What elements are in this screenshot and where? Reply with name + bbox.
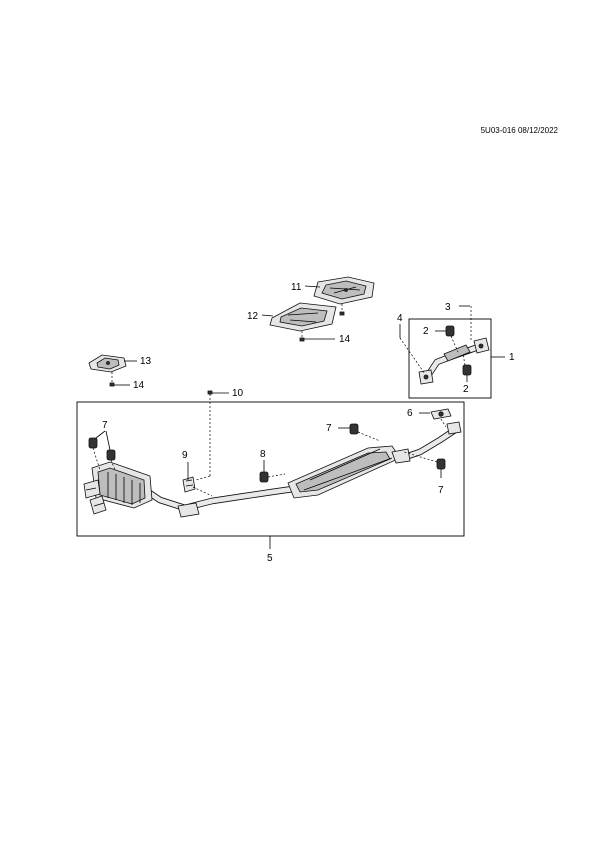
bracket-13: [88, 354, 127, 373]
reference-code: 5U03-016 08/12/2022: [481, 126, 559, 135]
callout-2-lower: 2: [463, 384, 469, 395]
callout-9: 9: [182, 450, 188, 461]
callout-13: 13: [140, 356, 152, 367]
callout-8: 8: [260, 449, 266, 460]
rubber-hanger-7-rear-left: [88, 437, 98, 449]
exhaust-pipe: [144, 421, 462, 518]
heat-shield-11: [313, 276, 375, 305]
rubber-hanger-2-lower: [462, 364, 472, 376]
gasket-6: [430, 408, 452, 420]
rubber-hanger-7-center: [349, 423, 359, 435]
exhaust-pipe-group-frame: [76, 401, 465, 537]
rubber-hanger-8: [259, 471, 269, 483]
clamp-9: [182, 476, 196, 493]
callout-3: 3: [445, 302, 451, 313]
rubber-hanger-7-front: [436, 458, 446, 470]
rubber-hanger-2-upper: [445, 325, 455, 337]
front-pipe: [418, 337, 490, 385]
heat-shield-12: [269, 302, 337, 332]
rubber-hanger-7-rear-right: [106, 449, 116, 461]
callout-7-rear: 7: [102, 420, 108, 431]
callout-7-center: 7: [326, 423, 332, 434]
callout-14-lower: 14: [133, 380, 145, 391]
center-muffler: [287, 445, 411, 499]
callout-1: 1: [509, 352, 515, 363]
callout-6: 6: [407, 408, 413, 419]
callout-10: 10: [232, 388, 244, 399]
callout-12: 12: [247, 311, 259, 322]
callout-7-front: 7: [438, 485, 444, 496]
callout-2-upper: 2: [423, 326, 429, 337]
rear-muffler: [83, 461, 153, 515]
callout-4: 4: [397, 313, 403, 324]
front-pipe-group-frame: [408, 318, 492, 399]
callout-5: 5: [267, 553, 273, 564]
callout-11: 11: [291, 282, 302, 293]
callout-14-upper: 14: [339, 334, 351, 345]
